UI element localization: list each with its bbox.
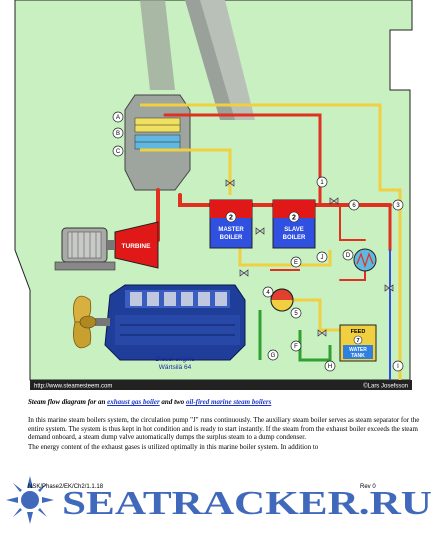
watermark-globe-icon <box>6 476 54 524</box>
generator <box>54 227 116 271</box>
doc-reference: NSK/Phase2/EK/Ch2/1.1.18 <box>28 484 104 490</box>
master-boiler-label-1: MASTER <box>218 227 244 233</box>
svg-text:1: 1 <box>320 180 324 186</box>
caption-prefix: Steam flow diagram for an <box>28 398 108 406</box>
svg-text:J: J <box>321 255 324 261</box>
svg-text:6: 6 <box>352 203 356 209</box>
figure-caption: Steam flow diagram for an exhaust gas bo… <box>28 398 428 406</box>
exhaust-gas-boiler <box>124 94 191 191</box>
svg-text:F: F <box>294 344 298 350</box>
svg-text:5: 5 <box>294 311 298 317</box>
copyright: ©Lars Josefsson <box>363 383 408 390</box>
marker-f: F <box>290 340 302 352</box>
master-boiler-number: 2 <box>229 215 233 222</box>
svg-text:3: 3 <box>396 203 400 209</box>
marker-b: B <box>112 127 124 139</box>
marker-1: 1 <box>316 176 328 188</box>
engine-label-1: Diesel engine <box>155 356 195 363</box>
marker-i: I <box>392 360 404 372</box>
feed-pump <box>270 288 294 312</box>
caption-middle: and two <box>159 398 186 406</box>
svg-text:G: G <box>271 353 276 359</box>
revision: Rev 0 <box>360 484 376 490</box>
source-url[interactable]: http://www.steamesteem.com <box>34 384 112 390</box>
ship-hull-background <box>14 0 413 381</box>
propeller <box>73 295 110 349</box>
valves <box>225 179 394 337</box>
marker-j: J <box>316 251 328 263</box>
letter-markers: A B C D E F G H I J <box>112 111 404 372</box>
svg-text:D: D <box>346 253 351 259</box>
marker-5: 5 <box>290 307 302 319</box>
watermark-text: SEATRACKER.RU <box>62 485 432 522</box>
svg-text:B: B <box>116 131 120 137</box>
svg-text:4: 4 <box>266 290 270 296</box>
marker-4: 4 <box>262 286 274 298</box>
marker-3: 3 <box>392 199 404 211</box>
body-text: In this marine steam boilers system, the… <box>28 416 432 452</box>
watermark: SEATRACKER.RU <box>6 476 432 524</box>
feed-tank-label-3: TANK <box>351 353 365 359</box>
svg-text:A: A <box>116 115 120 121</box>
marker-g: G <box>267 349 279 361</box>
marker-6: 6 <box>348 199 360 211</box>
svg-text:I: I <box>397 364 399 370</box>
feed-tank-label-2: WATER <box>349 347 367 353</box>
feed-tank-label-1: FEED <box>351 329 366 335</box>
svg-text:H: H <box>328 364 332 370</box>
feed-water-tank: FEED 7 WATER TANK <box>339 324 377 362</box>
marker-h: H <box>324 360 336 372</box>
slave-boiler-label-1: SLAVE <box>284 227 304 233</box>
marker-c: C <box>112 145 124 157</box>
slave-boiler-number: 2 <box>292 215 296 222</box>
steam-flow-diagram: 2 MASTER BOILER 2 SLAVE BOILER TURBINE F… <box>14 0 413 390</box>
marker-d: D <box>342 249 354 261</box>
marker-a: A <box>112 111 124 123</box>
feed-tank-number: 7 <box>356 338 359 344</box>
diesel-engine: Diesel engine Wärtsilä 64 <box>104 284 246 371</box>
exhaust-gas-boiler-link[interactable]: exhaust gas boiler <box>107 398 160 406</box>
master-boiler-label-2: BOILER <box>220 235 243 241</box>
paragraph-2: The energy content of the exhaust gases … <box>28 442 319 451</box>
slave-boiler: 2 SLAVE BOILER <box>272 199 316 249</box>
svg-text:C: C <box>116 149 121 155</box>
turbine-label: TURBINE <box>122 243 152 250</box>
paragraph-1: In this marine steam boilers system, the… <box>28 416 420 442</box>
oil-fired-boilers-link[interactable]: oil-fired marine steam boilers <box>185 398 272 406</box>
credit-strip <box>30 380 412 390</box>
marker-e: E <box>290 256 302 268</box>
funnel-uptake <box>140 0 255 120</box>
number-markers: 1 3 4 5 6 <box>262 176 404 319</box>
master-boiler: 2 MASTER BOILER <box>209 199 253 249</box>
svg-text:E: E <box>294 260 298 266</box>
slave-boiler-label-2: BOILER <box>283 235 306 241</box>
dump-condenser <box>353 248 377 272</box>
engine-label-2: Wärtsilä 64 <box>159 364 192 371</box>
